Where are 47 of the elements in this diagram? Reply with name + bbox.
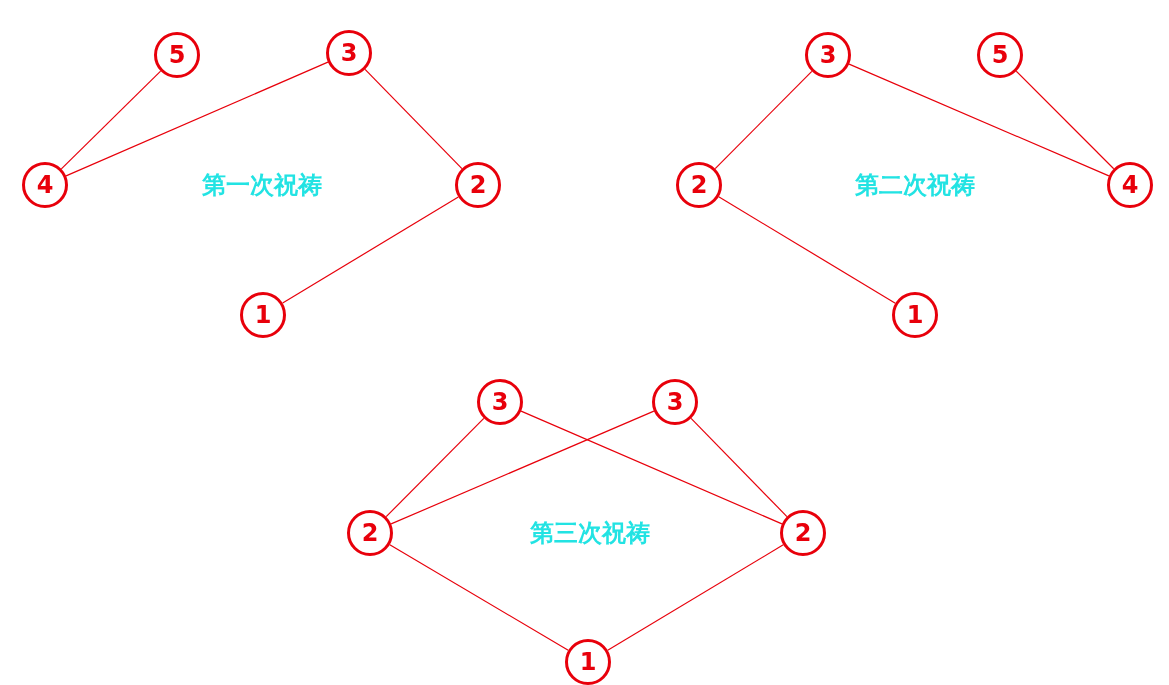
node-number: 2 <box>794 521 812 545</box>
number-circle <box>892 292 938 338</box>
node-number: 3 <box>819 43 837 67</box>
number-circle <box>154 32 200 78</box>
prayer-label: 第二次祝祷 <box>855 170 975 201</box>
connector-line <box>65 61 329 177</box>
number-circle <box>22 162 68 208</box>
node-number: 1 <box>254 303 272 327</box>
node-number: 3 <box>491 390 509 414</box>
connector-line <box>390 410 655 525</box>
node-number: 2 <box>361 521 379 545</box>
node-number: 2 <box>690 173 708 197</box>
number-circle <box>347 510 393 556</box>
connector-line <box>385 417 485 518</box>
connector-line <box>714 70 813 170</box>
number-circle <box>1107 162 1153 208</box>
connector-line <box>607 544 784 651</box>
number-circle <box>477 379 523 425</box>
number-circle <box>652 379 698 425</box>
number-circle <box>240 292 286 338</box>
connector-line <box>364 68 463 170</box>
node-number: 5 <box>168 43 186 67</box>
node-number: 1 <box>579 650 597 674</box>
connector-line <box>282 196 459 304</box>
number-circle <box>455 162 501 208</box>
connector-line <box>389 544 569 651</box>
number-circle <box>565 639 611 685</box>
connector-line <box>520 410 783 525</box>
number-circle <box>676 162 722 208</box>
connector-line <box>718 196 896 304</box>
node-number: 4 <box>1121 173 1139 197</box>
node-number: 3 <box>340 41 358 65</box>
node-number: 4 <box>36 173 54 197</box>
number-circle <box>977 32 1023 78</box>
connector-line <box>690 417 788 518</box>
connector-line <box>60 70 162 170</box>
node-number: 3 <box>666 390 684 414</box>
number-circle <box>780 510 826 556</box>
node-number: 5 <box>991 43 1009 67</box>
connector-line <box>1015 70 1115 170</box>
number-circle <box>805 32 851 78</box>
node-number: 1 <box>906 303 924 327</box>
node-number: 2 <box>469 173 487 197</box>
prayer-label: 第一次祝祷 <box>202 170 322 201</box>
connector-line <box>848 63 1110 177</box>
prayer-label: 第三次祝祷 <box>530 518 650 549</box>
number-circle <box>326 30 372 76</box>
